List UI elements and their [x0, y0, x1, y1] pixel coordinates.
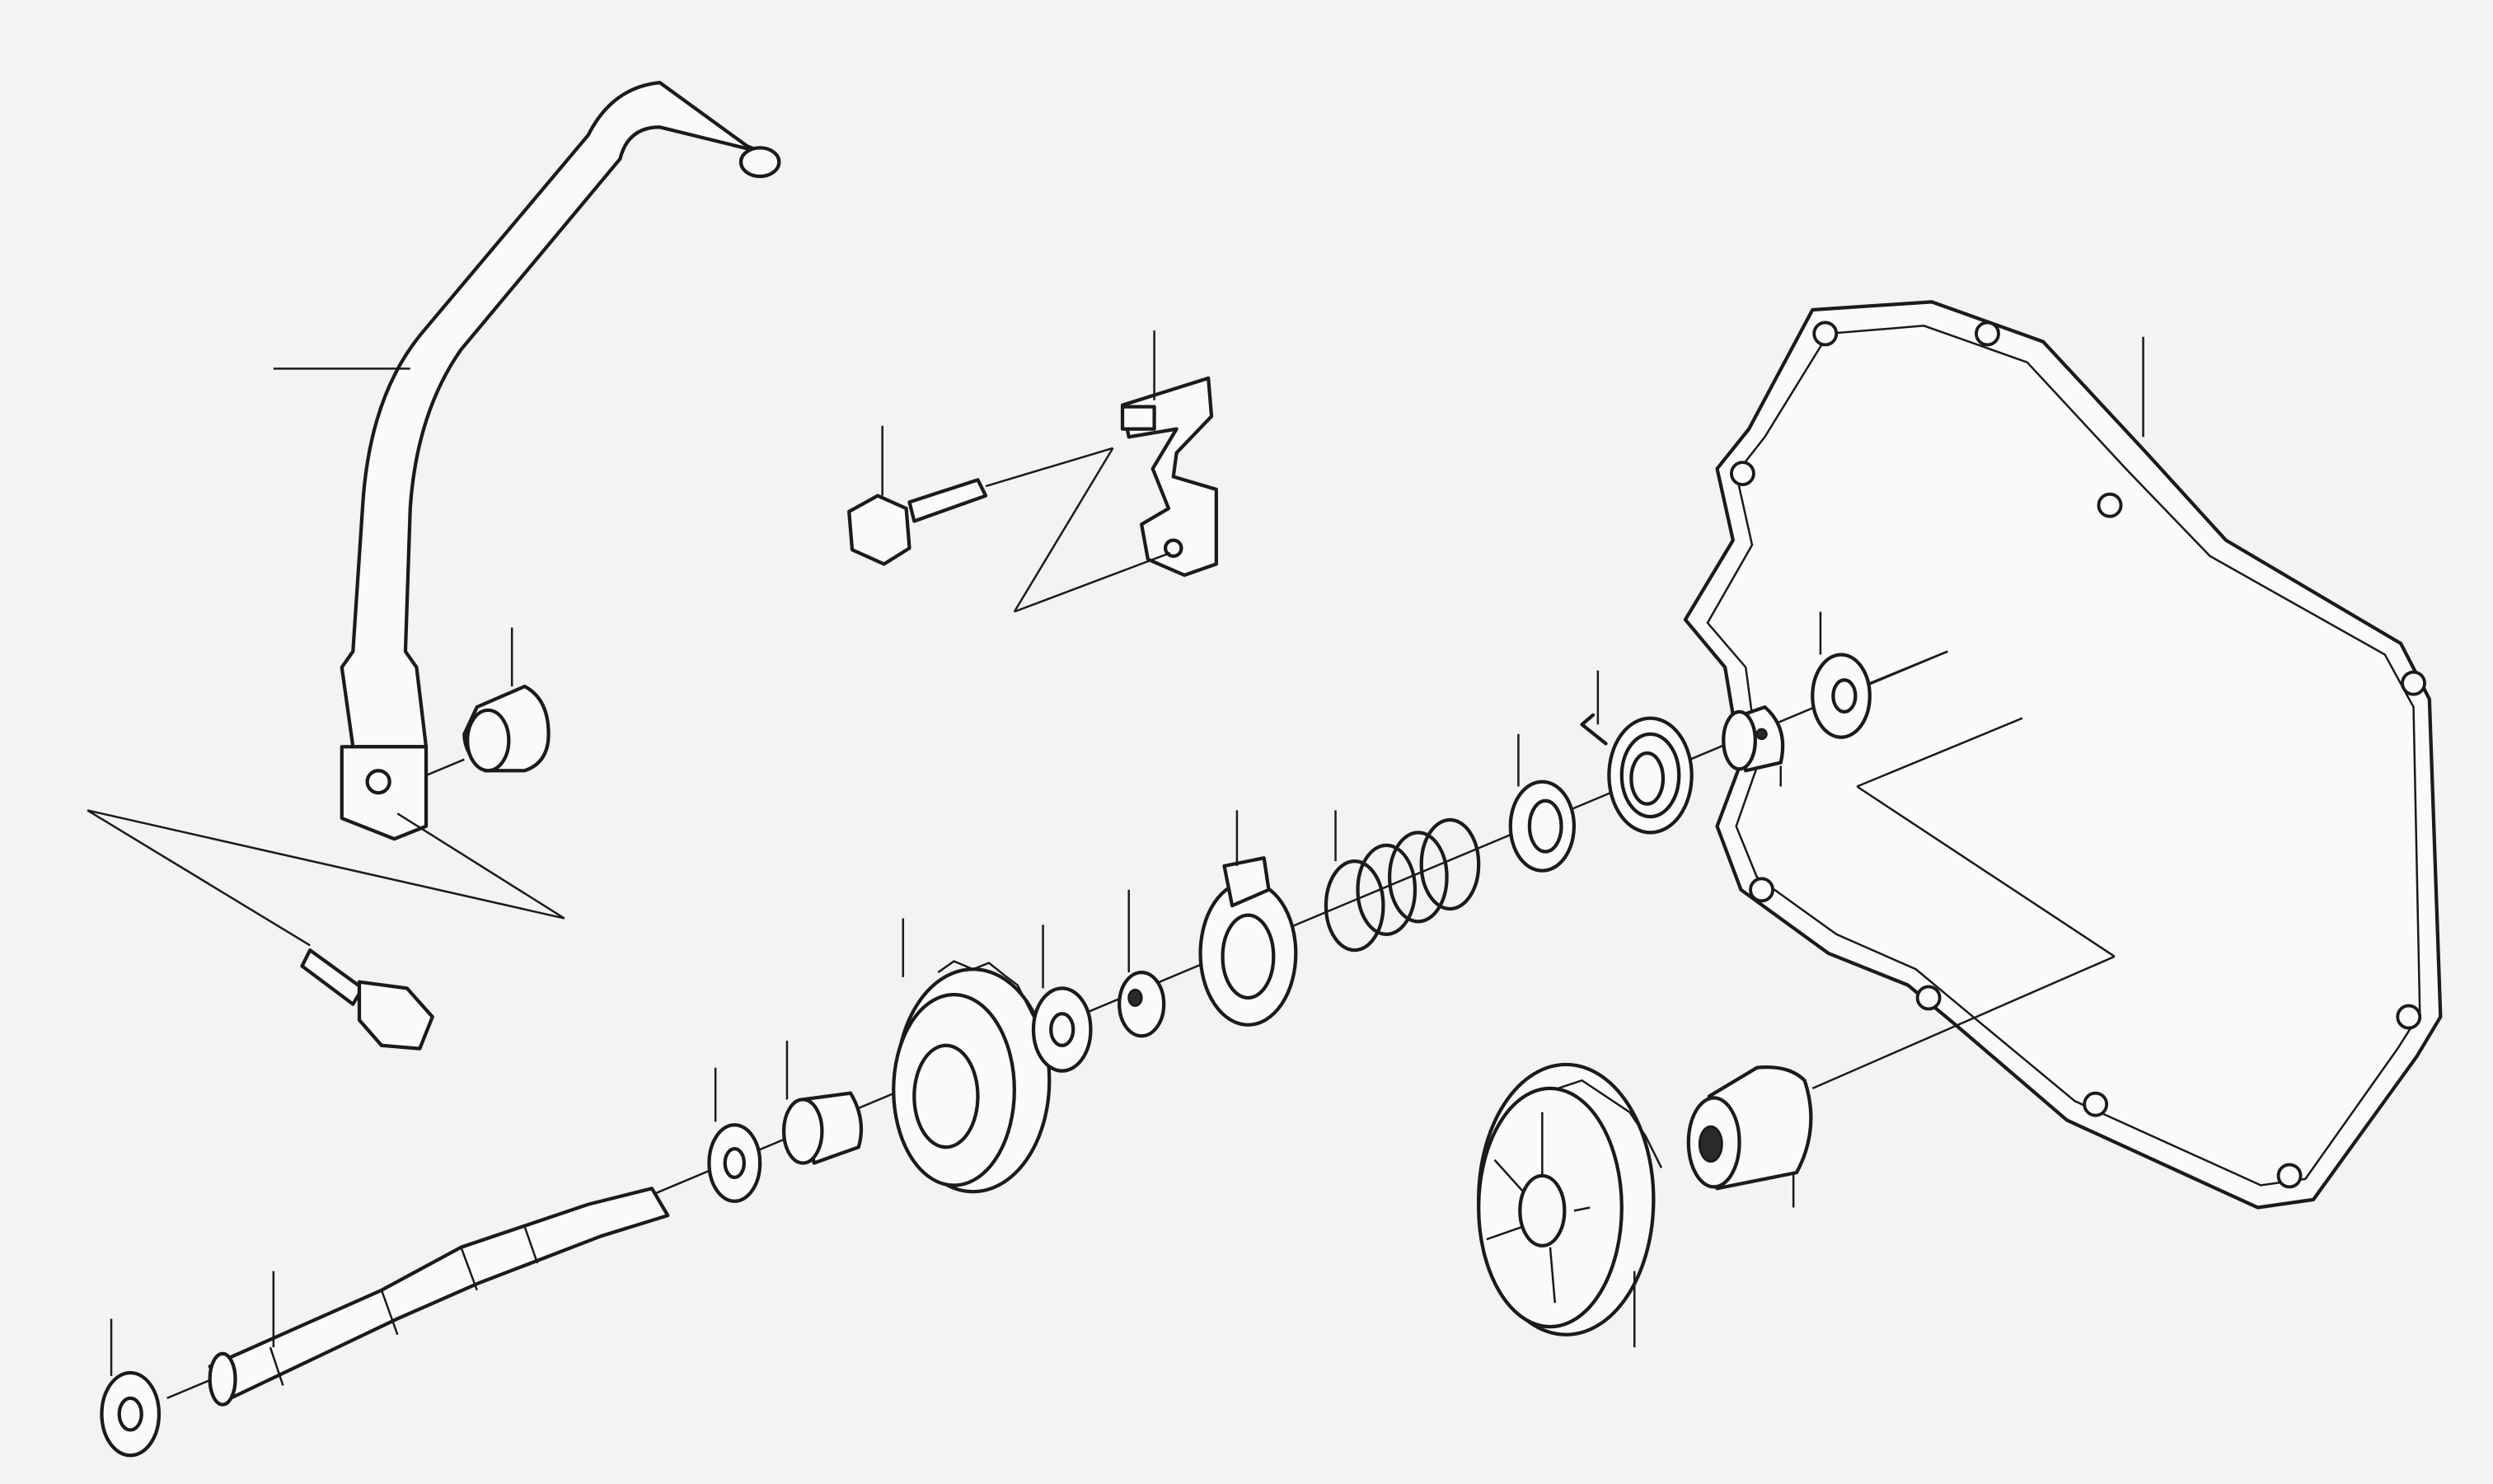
bracket-bolt [847, 425, 1113, 566]
ratchet-spring [1324, 810, 1481, 953]
idle-gear [1477, 1062, 1663, 1348]
kick-lever [273, 81, 781, 841]
lever-bolt [300, 948, 434, 1051]
collar [781, 1041, 864, 1165]
spring-guide [1722, 705, 1785, 787]
cover-gasket [1683, 300, 2443, 1210]
kick-gear [892, 918, 1052, 1194]
washer-4 [1811, 611, 1948, 739]
washer-3 [1031, 925, 1093, 1073]
circlip [1118, 889, 1166, 1038]
stopper-bracket [1013, 330, 1218, 613]
kick-shaft [208, 1187, 670, 1407]
spring-seat [1508, 733, 1577, 873]
ratchet [1198, 810, 1298, 1027]
washer-1 [100, 1318, 162, 1458]
return-spring [1580, 670, 1694, 835]
lever-bushing [425, 627, 551, 777]
washer-2 [707, 1067, 762, 1203]
idle-gear-bushing [1686, 1065, 1813, 1208]
